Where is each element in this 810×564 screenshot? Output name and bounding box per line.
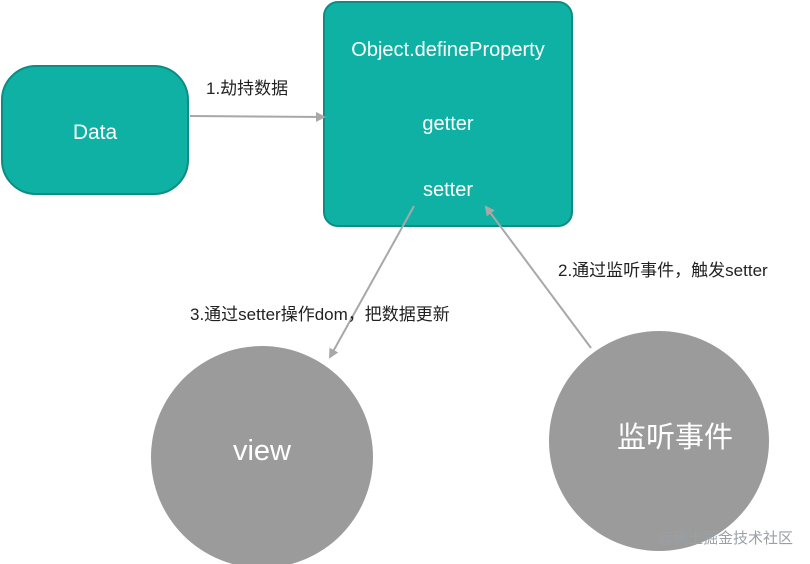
- setter-label: setter: [423, 179, 473, 201]
- listen-event-node-label: 监听事件: [617, 421, 733, 454]
- edge-hijack-label: 1.劫持数据: [206, 79, 288, 98]
- arrow-listen-trigger: [484, 205, 592, 349]
- edge-update-dom: 3.通过setter操作dom，把数据更新: [190, 205, 450, 359]
- arrow-hijack: [189, 111, 326, 122]
- arrow-update-dom: [329, 205, 415, 359]
- define-property-node: Object.defineProperty getter setter: [323, 1, 573, 227]
- view-node: view: [151, 346, 373, 564]
- data-node: Data: [1, 65, 189, 195]
- listen-event-node: 监听事件: [549, 331, 769, 551]
- define-property-title: Object.defineProperty: [351, 39, 544, 61]
- watermark: @稀土掘金技术社区: [658, 530, 793, 547]
- data-node-label: Data: [73, 121, 118, 144]
- edge-update-dom-label: 3.通过setter操作dom，把数据更新: [190, 305, 450, 324]
- view-node-label: view: [233, 435, 292, 467]
- edge-hijack: 1.劫持数据: [189, 79, 326, 122]
- edge-listen-trigger: 2.通过监听事件，触发setter: [484, 205, 768, 349]
- getter-label: getter: [422, 113, 473, 135]
- edge-listen-trigger-label: 2.通过监听事件，触发setter: [558, 261, 768, 280]
